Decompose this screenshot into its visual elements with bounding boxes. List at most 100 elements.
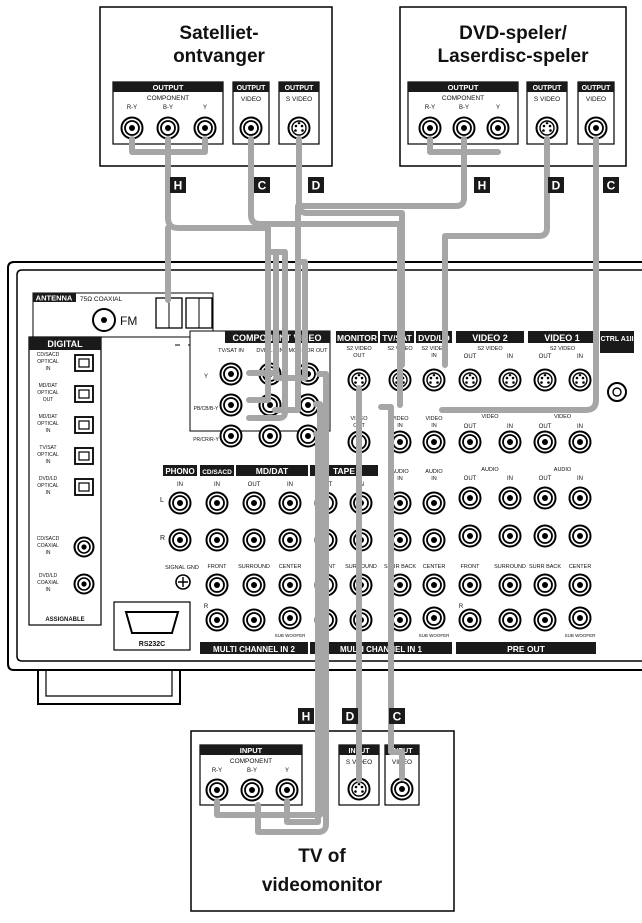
satellite-component-label: COMPONENT (147, 95, 189, 102)
satellite-svideo-jack (287, 116, 311, 140)
channel-jack (458, 608, 482, 632)
s2-video-label: S2 VIDEO (550, 346, 576, 352)
in-out-label: IN (431, 353, 437, 359)
tv-input-label: INPUT (240, 746, 263, 755)
in-out-label: IN (287, 482, 293, 488)
mddat-header: MD/DAT (256, 466, 289, 476)
channel-jack (242, 573, 266, 597)
cable-label-box (298, 708, 314, 724)
in-label: IN (577, 424, 583, 430)
cable-satellite-component-bundle (165, 225, 279, 376)
channel-jack (422, 573, 446, 597)
tv-title-line2: videomonitor (262, 875, 383, 896)
component-video-jack (219, 424, 243, 448)
coaxial-jack (73, 573, 95, 595)
digital-item-label: MD/DAT (39, 383, 58, 389)
cable-label-h: H (174, 179, 183, 193)
dvd-video-output-label: OUTPUT (582, 85, 612, 92)
dvd-component-by-jack (452, 116, 476, 140)
antenna-label: ANTENNA (36, 294, 73, 303)
channel-jack (205, 608, 229, 632)
s2-video-jack (498, 368, 522, 392)
satellite-svideo-output-label: OUTPUT (285, 85, 315, 92)
cable-satellite-component-y (165, 136, 208, 155)
audio-jack (458, 486, 482, 510)
in-label: IN (397, 476, 403, 482)
satellite-output-label: OUTPUT (153, 83, 184, 92)
cable-label-c: C (393, 710, 402, 724)
cable-label-box (170, 177, 186, 193)
optical-port (78, 389, 90, 399)
cable-label-d: D (346, 710, 355, 724)
audio-jack (568, 524, 592, 548)
digital-item-label: OPTICAL (37, 483, 59, 489)
component-video-jack (219, 362, 243, 386)
comp-row-pr: PR/CR/R-Y (193, 437, 219, 443)
dvd-player-device: DVD-speler/ Laserdisc-speler OUTPUT COMP… (399, 6, 627, 167)
video-label: VIDEO (391, 416, 409, 422)
satellite-jack-y-label: Y (203, 105, 207, 111)
tv-jack-ry-label: R-Y (212, 768, 222, 774)
tv-jack-y-label: Y (285, 768, 289, 774)
cable-label-box (389, 708, 405, 724)
cable-label-c: C (258, 179, 267, 193)
audio-jack (533, 486, 557, 510)
in-out-label: OUT (353, 353, 365, 359)
digital-label: DIGITAL (47, 339, 83, 349)
dvd-component-ry-jack (418, 116, 442, 140)
cable-label-box (474, 177, 490, 193)
in-out-label: OUT (248, 482, 261, 488)
audio-r-jack (205, 528, 229, 552)
video-label: VIDEO (481, 414, 499, 420)
channel-jack (533, 608, 557, 632)
satellite-jack-ry-label: R-Y (127, 105, 137, 111)
cable-dvd-component-bundle (273, 259, 308, 381)
video-jack (498, 430, 522, 454)
audio-jack (498, 486, 522, 510)
comp-col-tvsat: TV/SAT IN (218, 348, 244, 354)
audio-label: AUDIO (391, 469, 409, 475)
multi-channel-in-2-label: MULTI CHANNEL IN 2 (213, 645, 295, 654)
comp-col-monitor: MONITOR OUT (288, 348, 328, 354)
sub-woofer-label: SUB WOOFER (419, 633, 451, 638)
audio-r-jack (242, 528, 266, 552)
digital-item-label: IN (46, 459, 51, 465)
multi-channel-in-1-label: MULTI CHANNEL IN 1 (340, 645, 422, 654)
digital-item-label: OPTICAL (37, 421, 59, 427)
audio-l-jack (422, 491, 446, 515)
satellite-video-label: VIDEO (241, 96, 261, 103)
digital-item-label: OPTICAL (37, 390, 59, 396)
cable-label-d: D (552, 179, 561, 193)
video-jack (568, 430, 592, 454)
cable-label-box (603, 177, 619, 193)
satellite-jack-by-label: B-Y (163, 105, 173, 111)
subwoofer-jack (278, 606, 302, 630)
satellite-component-by-jack (156, 116, 180, 140)
audio-label: AUDIO (425, 469, 443, 475)
digital-item-label: COAXIAL (37, 580, 59, 586)
r-label: R (160, 535, 165, 542)
video2-header: VIDEO 2 (472, 333, 508, 343)
channel-jack (498, 608, 522, 632)
satellite-title-line2: ontvanger (173, 46, 265, 67)
audio-jack (533, 524, 557, 548)
comp-row-pb: PB/CB/B-Y (194, 406, 219, 412)
in-label: IN (431, 423, 437, 429)
digital-item-label: IN (46, 490, 51, 496)
dvdld-header: DVD/LD (418, 333, 450, 343)
sub-woofer-label: SUB WOOFER (275, 633, 307, 638)
tv-component-ry-jack (205, 778, 229, 802)
cdsacd-header: CD/SACD (202, 469, 232, 476)
in-label: IN (577, 476, 583, 482)
cable-satellite-video (248, 136, 403, 408)
audio-l-jack (205, 491, 229, 515)
optical-port (78, 420, 90, 430)
in-label: IN (507, 424, 513, 430)
optical-port (78, 451, 90, 461)
channel-label: SURROUND (494, 564, 526, 570)
dvd-jack-ry-label: R-Y (425, 105, 435, 111)
dvd-svideo-jack (535, 116, 559, 140)
out-label: OUT (464, 424, 477, 430)
channel-jack (242, 608, 266, 632)
